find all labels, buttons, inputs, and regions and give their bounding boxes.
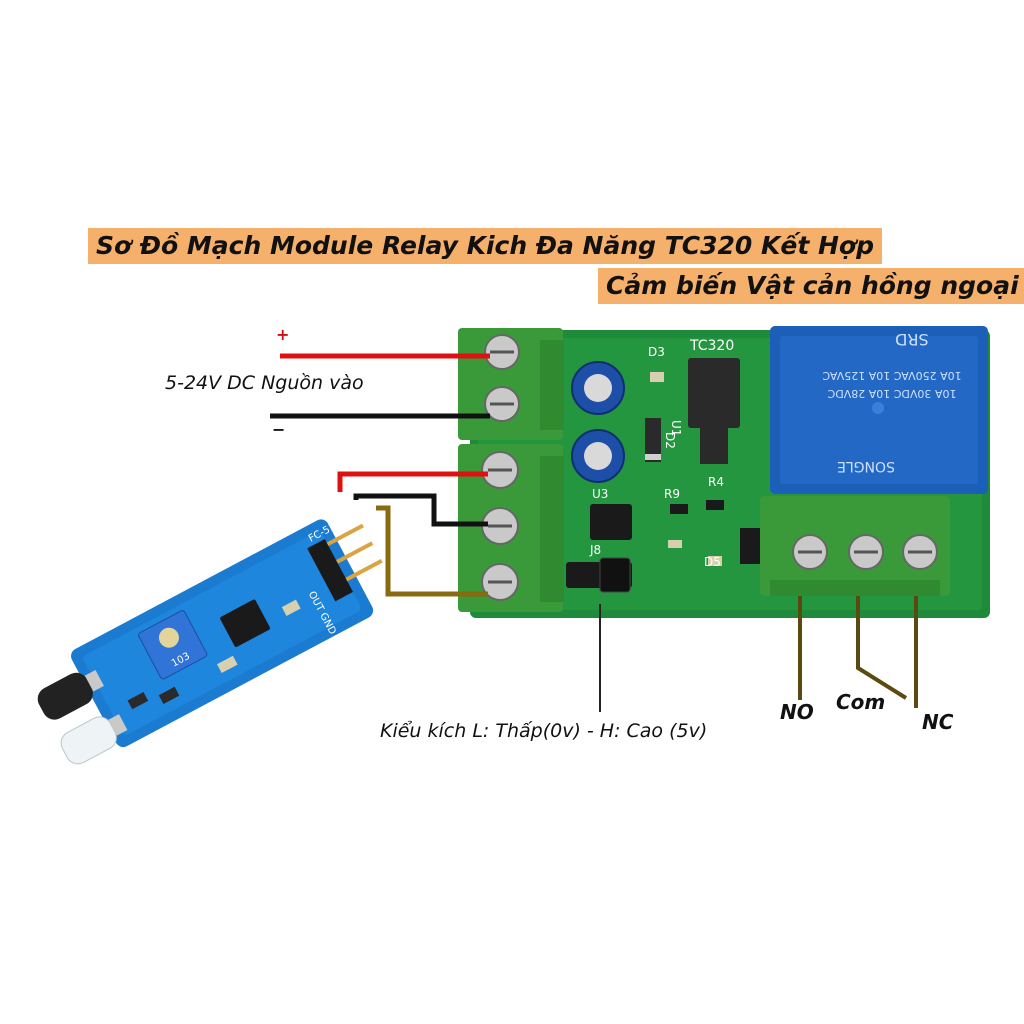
ir-receiver-led <box>60 714 128 765</box>
relay-rating-2: 10A 30VDC 10A 28VDC <box>827 387 956 400</box>
sensor-header-pins <box>307 523 383 602</box>
wire-sensor-out <box>376 505 488 597</box>
mark-d5: D5 <box>704 555 721 569</box>
mark-r4: R4 <box>708 475 724 489</box>
mark-j8: J8 <box>589 543 601 557</box>
output-terminal-block <box>760 496 950 596</box>
terminal-nc-label: NC <box>922 710 954 734</box>
wire-sensor-vcc <box>337 471 488 492</box>
power-minus-label: − <box>272 420 286 439</box>
ir-sensor-module: 103 OUT GND VCC FC-51 <box>37 519 383 765</box>
jumper-j8[interactable] <box>566 557 632 593</box>
ir-emitter-led <box>37 669 104 720</box>
power-input-label: 5-24V DC Nguồn vào <box>165 372 364 394</box>
relay-component: SRD 10A 250VAC 10A 125VAC 10A 30VDC 10A … <box>770 326 988 494</box>
title-line-2: Cảm biến Vật cản hồng ngoại <box>598 268 1024 304</box>
power-terminal-block <box>458 328 564 440</box>
relay-rating-1: 10A 250VAC 10A 125VAC <box>822 369 962 382</box>
power-plus-label: + <box>276 325 290 344</box>
title-line-1: Sơ Đồ Mạch Module Relay Kich Đa Năng TC3… <box>88 228 882 264</box>
terminal-no-label: NO <box>780 700 814 724</box>
regulator-chip <box>688 358 740 428</box>
mark-u1: U1 <box>669 420 683 436</box>
relay-module: D3 TC320 U1 D2 U3 R9 R4 J8 D5 SRD 10A 25… <box>458 326 990 618</box>
wire-sensor-gnd <box>353 493 488 527</box>
transistor <box>740 528 760 564</box>
mark-d3: D3 <box>648 345 665 359</box>
mark-d2: D2 <box>663 432 677 449</box>
mark-u3: U3 <box>592 487 608 501</box>
trigger-mode-label: Kiểu kích L: Thấp(0v) - H: Cao (5v) <box>380 720 708 742</box>
mark-r9: R9 <box>664 487 680 501</box>
mark-tc320: TC320 <box>689 338 734 354</box>
sensor-comparator-chip <box>220 599 271 647</box>
optocoupler-u3 <box>590 504 632 540</box>
diode-d2 <box>645 418 661 462</box>
relay-brand: SONGLE <box>837 458 895 474</box>
terminal-com-label: Com <box>836 690 886 714</box>
capacitor-1 <box>571 361 625 415</box>
relay-srd: SRD <box>895 330 929 349</box>
sensor-potentiometer[interactable]: 103 <box>138 610 208 680</box>
input-terminal-block <box>458 444 564 612</box>
wire-com <box>856 596 908 700</box>
capacitor-2 <box>571 429 625 483</box>
